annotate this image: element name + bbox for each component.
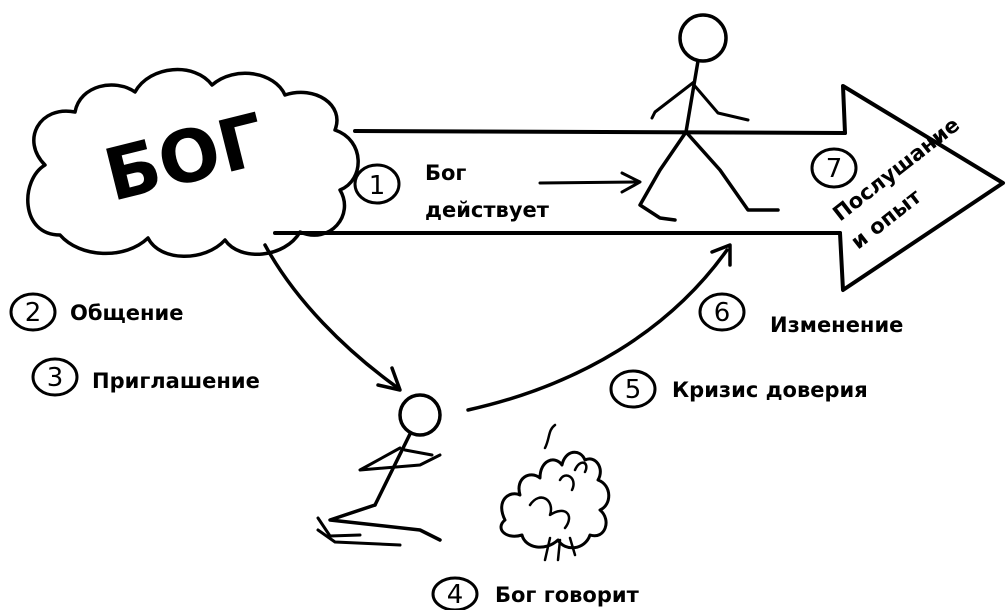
step-6-number: 6: [714, 298, 731, 328]
arrow-shaft-top: [353, 129, 847, 135]
cloud-title: БОГ: [96, 97, 273, 218]
step-4-label: Бог говорит: [495, 583, 640, 607]
step-3-label: Приглашение: [92, 369, 260, 393]
step-7-number: 7: [826, 154, 843, 184]
burning-bush: [499, 423, 611, 562]
step-5-label: Кризис доверия: [672, 378, 868, 402]
god-cloud: БОГ: [26, 67, 360, 258]
step-2-label: Общение: [70, 301, 183, 325]
step-1: 1 Бог действует: [353, 161, 550, 222]
step-4: 4 Бог говорит: [431, 576, 640, 610]
step-6-label: Изменение: [770, 313, 903, 337]
step-5: 5 Кризис доверия: [609, 369, 868, 409]
step-2: 2 Общение: [9, 292, 183, 332]
main-arrow: [273, 84, 1005, 292]
curve-arrow-up: [466, 243, 732, 412]
step-1-line-1: Бог: [425, 161, 466, 185]
walking-figure: [638, 13, 780, 222]
arrow-head: [838, 84, 1005, 292]
step-6: 6 Изменение: [698, 292, 903, 337]
step-3: 3 Приглашение: [31, 357, 260, 397]
step-1-line-2: действует: [425, 198, 550, 222]
curve-arrow-down: [263, 243, 402, 392]
step-3-number: 3: [47, 363, 64, 393]
kneeling-figure: [316, 393, 442, 547]
step-1-number: 1: [369, 171, 386, 201]
small-arrow: [538, 171, 642, 194]
step-2-number: 2: [25, 298, 42, 328]
step-5-number: 5: [625, 375, 642, 405]
step-4-number: 4: [447, 580, 464, 610]
cloud-outline: [26, 67, 360, 258]
